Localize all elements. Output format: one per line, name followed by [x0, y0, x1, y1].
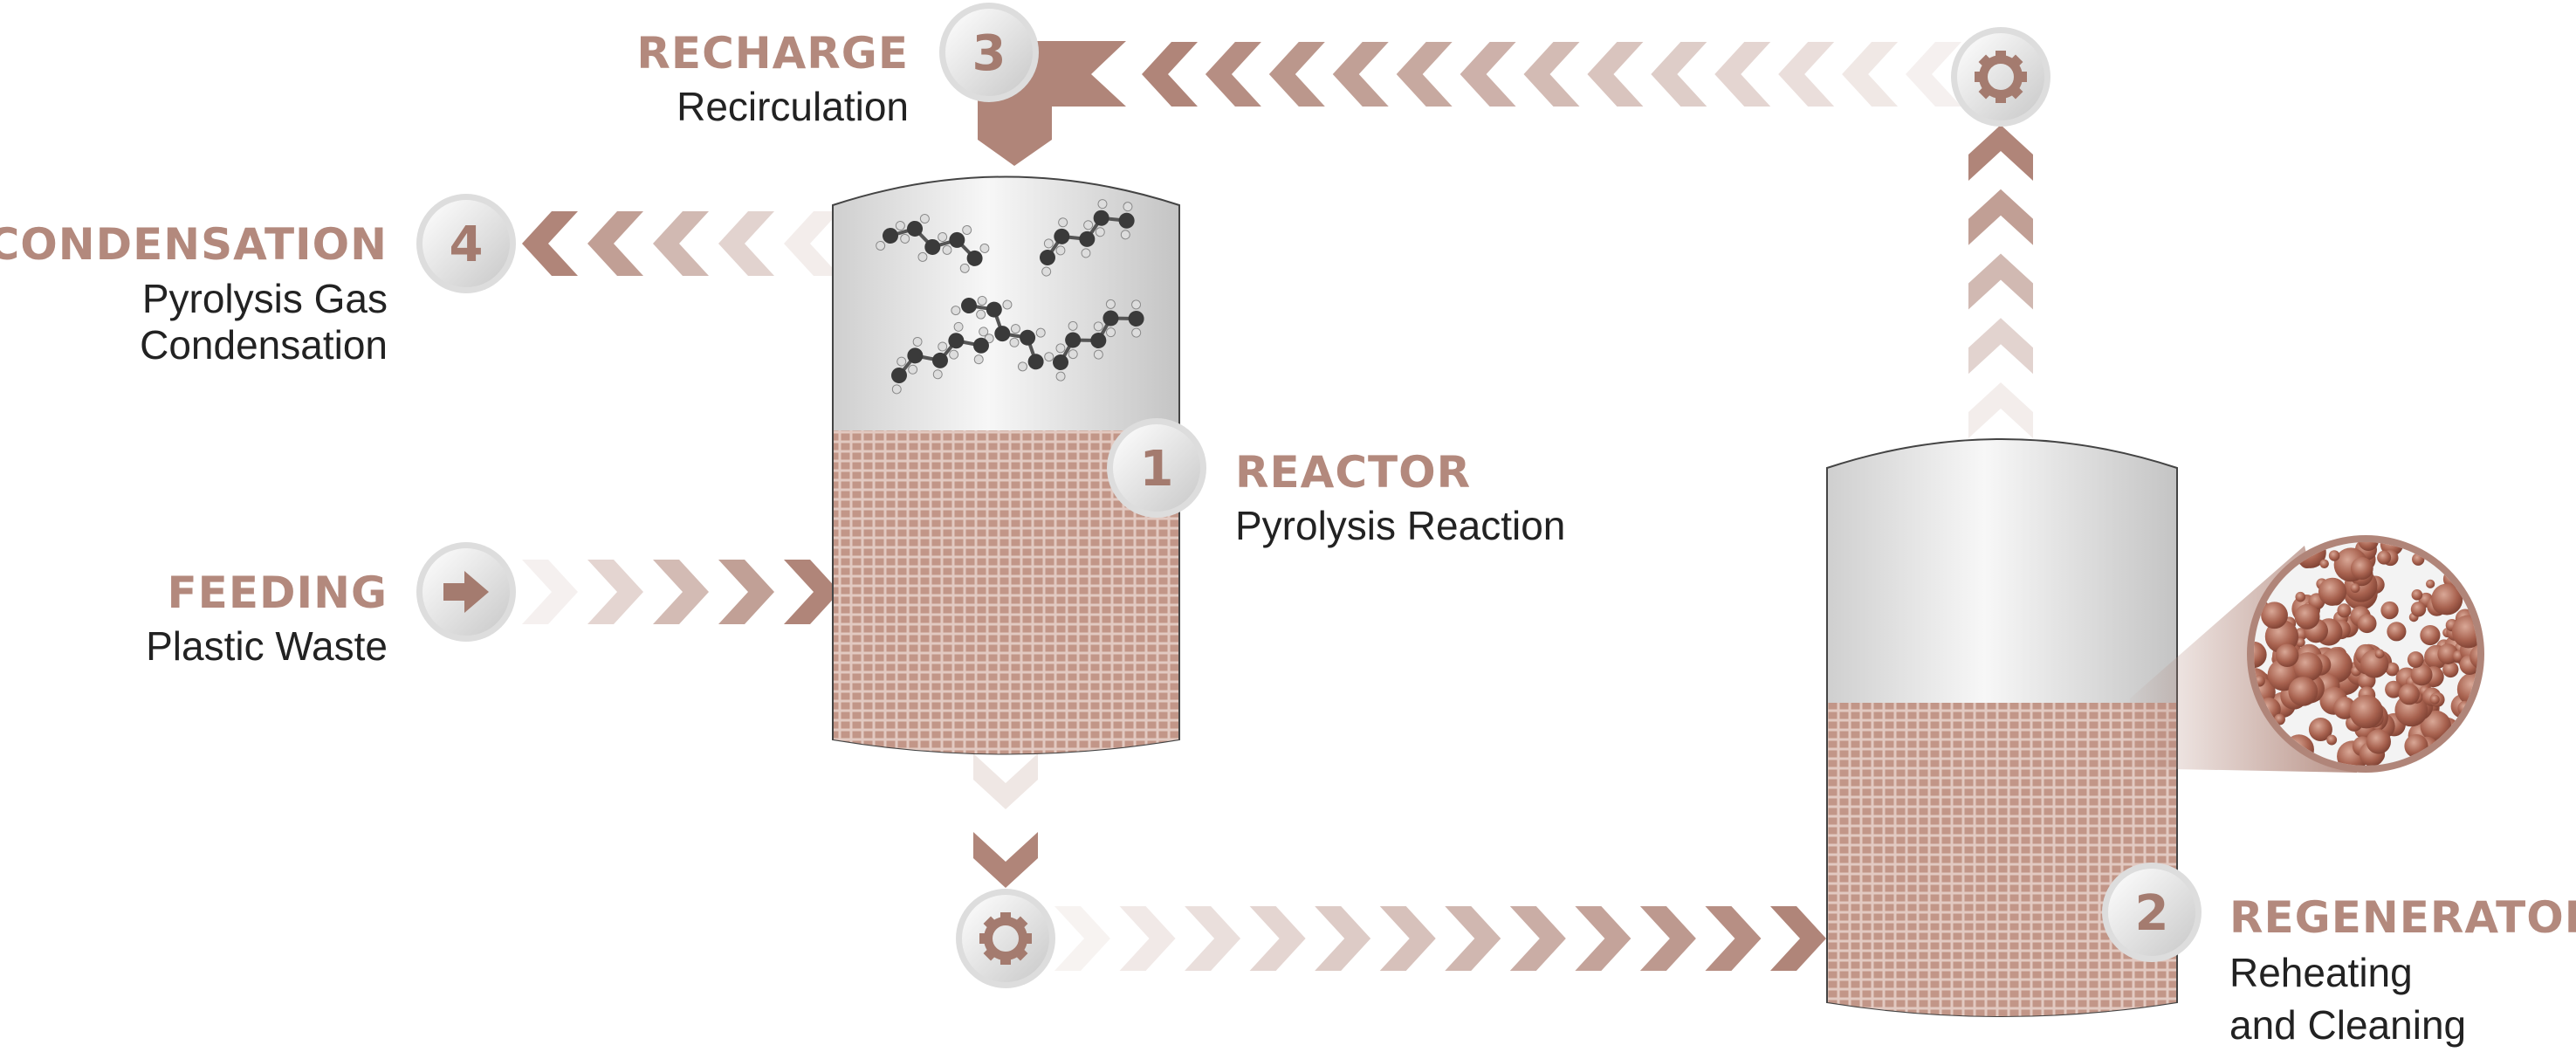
chevron	[1968, 318, 2033, 375]
molecule	[951, 295, 1054, 372]
chevron	[718, 560, 774, 624]
chevron	[1460, 42, 1516, 107]
chevron	[973, 832, 1038, 888]
chevron	[1249, 906, 1306, 971]
reactor-title: REACTOR	[1235, 447, 1471, 498]
chevron	[1705, 906, 1762, 971]
chevron	[587, 560, 643, 624]
transfer-chevrons	[1054, 906, 1826, 971]
chevron	[1651, 42, 1707, 107]
regenerator-subtitle-line2: and Cleaning	[2229, 1002, 2466, 1048]
chevron	[718, 211, 774, 276]
chevron	[1575, 906, 1631, 971]
reactor-down-chevrons	[973, 753, 1038, 888]
recharge-subtitle: Recirculation	[677, 84, 909, 129]
step-1-badge: 1	[1107, 418, 1206, 518]
chevron	[653, 560, 709, 624]
condensation-title: CONDENSATION	[0, 219, 388, 270]
molecule	[891, 321, 989, 395]
step-4-badge: 4	[416, 194, 516, 293]
chevron	[1906, 42, 1961, 107]
feeding-badge	[416, 542, 516, 642]
chevron	[1968, 125, 2033, 181]
step-number: 2	[2135, 885, 2169, 942]
regenerator-title: REGENERATOR	[2229, 892, 2576, 943]
chevron	[1268, 42, 1325, 107]
molecule	[1053, 299, 1144, 382]
chevron	[1396, 42, 1453, 107]
bottom-gear-badge	[956, 889, 1055, 988]
regenerator-subtitle-line1: Reheating	[2229, 950, 2413, 995]
chevron	[1842, 42, 1899, 107]
feeding-subtitle: Plastic Waste	[146, 623, 388, 669]
chevron	[522, 560, 578, 624]
chevron	[1332, 42, 1389, 107]
feeding-chevrons	[522, 560, 840, 624]
chevron	[1778, 42, 1835, 107]
chevron	[1968, 253, 2033, 310]
chevron	[1968, 382, 2033, 438]
chevron	[1315, 906, 1371, 971]
chevron	[522, 211, 578, 276]
chevron	[1509, 906, 1566, 971]
chevron	[784, 560, 840, 624]
regenerator-up-chevrons	[1968, 125, 2033, 438]
step-number: 3	[972, 25, 1006, 82]
step-number: 4	[450, 217, 484, 273]
chevron	[1445, 906, 1501, 971]
condensation-subtitle-line2: Condensation	[140, 322, 388, 368]
recharge-title: RECHARGE	[636, 28, 909, 79]
catalyst-pore-closeup	[2247, 535, 2484, 773]
feeding-title: FEEDING	[168, 567, 388, 618]
step-2-badge: 2	[2102, 863, 2202, 962]
condensation-subtitle-line1: Pyrolysis Gas	[142, 276, 388, 321]
chevron	[1968, 189, 2033, 245]
step-3-badge: 3	[939, 3, 1039, 102]
regenerator-vessel	[1826, 438, 2178, 1017]
chevron	[1054, 906, 1110, 971]
chevron	[1119, 906, 1176, 971]
chevron	[1523, 42, 1580, 107]
chevron	[1770, 906, 1826, 971]
chevron	[1185, 906, 1241, 971]
molecule	[876, 214, 990, 273]
condensation-chevrons	[522, 211, 840, 276]
reactor-bed	[834, 430, 1178, 754]
gear-icon	[1975, 51, 2027, 103]
chevron	[784, 211, 840, 276]
chevron	[1142, 42, 1198, 107]
chevron	[653, 211, 709, 276]
step-number: 1	[1140, 441, 1174, 498]
chevron	[1714, 42, 1771, 107]
gear-icon	[979, 912, 1032, 965]
top-gear-badge	[1951, 27, 2050, 127]
chevron	[1639, 906, 1696, 971]
molecule	[1040, 199, 1135, 277]
chevron	[1379, 906, 1436, 971]
hydrocarbon-molecules	[876, 199, 1144, 395]
recirculation-chevrons	[1142, 42, 1961, 107]
reactor-subtitle: Pyrolysis Reaction	[1235, 503, 1565, 548]
chevron	[973, 753, 1038, 809]
arrow-right-icon	[443, 571, 489, 613]
chevron	[1587, 42, 1644, 107]
chevron	[587, 211, 643, 276]
chevron	[1205, 42, 1261, 107]
reactor-vessel	[832, 175, 1180, 755]
regenerator-bed	[1828, 703, 2176, 1016]
